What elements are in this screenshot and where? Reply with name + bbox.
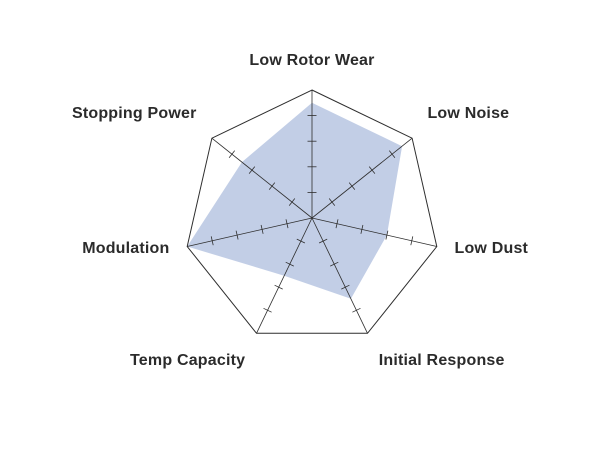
axis-label-low-dust: Low Dust [454, 240, 529, 258]
axis-label-stopping-power: Stopping Power [71, 104, 197, 122]
axis-label-low-noise: Low Noise [427, 104, 510, 122]
axis-label-temp-capacity: Temp Capacity [130, 352, 246, 370]
axis-label-modulation: Modulation [82, 240, 170, 258]
axis-label-low-rotor-wear: Low Rotor Wear [249, 52, 375, 69]
axis-label-initial-response: Initial Response [378, 352, 505, 370]
